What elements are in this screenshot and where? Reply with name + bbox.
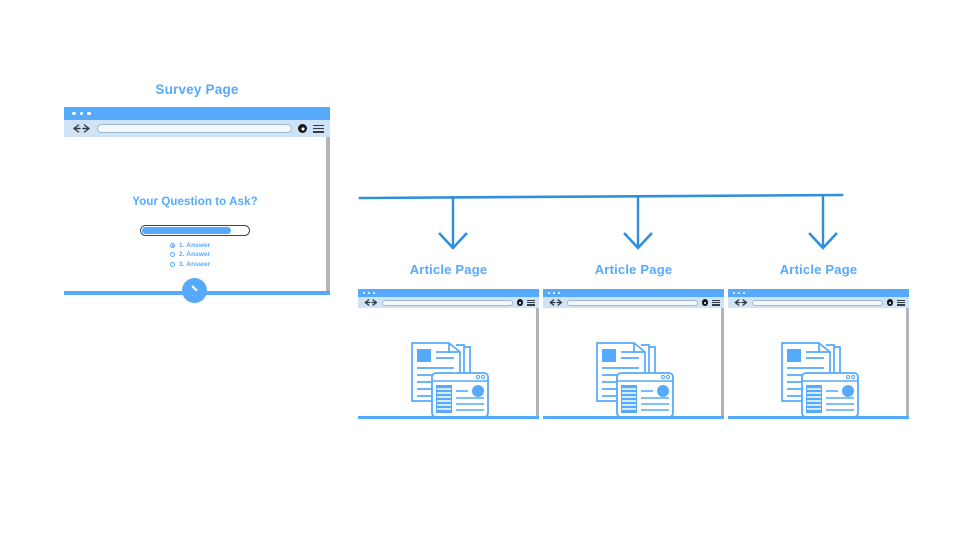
hamburger-menu-icon[interactable]: [712, 299, 720, 306]
survey-question-text: Your Question to Ask?: [132, 196, 258, 208]
answer-label-3: 3. Answer: [179, 260, 211, 268]
article-page-title: Article Page: [594, 262, 673, 277]
answer-option-2[interactable]: 2. Answer: [170, 251, 210, 258]
article-documents-illustration: [781, 342, 859, 418]
window-dot-yellow: [367, 291, 371, 295]
article-window-titlebar: [543, 289, 724, 297]
article-documents-illustration: [411, 342, 489, 418]
article-window-scrollbar[interactable]: [536, 308, 539, 416]
article-card[interactable]: Article Page: [358, 262, 539, 419]
answer-option-3[interactable]: 3. Answer: [170, 261, 210, 268]
record-icon[interactable]: [298, 124, 307, 133]
survey-window-footer-bar: [64, 291, 330, 295]
article-window-footer-bar: [728, 415, 909, 419]
radio-button-1-selected[interactable]: [170, 243, 175, 248]
article-browser-window[interactable]: [358, 289, 539, 419]
survey-answer-options: 1. Answer 2. Answer 3. Answer: [170, 242, 210, 268]
article-window-footer-bar: [543, 415, 724, 419]
window-dot-green: [742, 291, 746, 295]
article-window-toolbar: [543, 297, 724, 308]
window-dot-red: [363, 291, 366, 295]
survey-progress-bar: [140, 225, 250, 236]
inner-browser-window: [801, 372, 859, 418]
survey-browser-window[interactable]: Survey Page Your Question to Ask?: [64, 82, 330, 303]
survey-window-titlebar: [64, 107, 330, 120]
article-window-content: [728, 308, 909, 418]
hamburger-menu-icon[interactable]: [897, 299, 905, 306]
window-dot-yellow: [552, 291, 556, 295]
inner-browser-window: [616, 372, 674, 418]
article-card[interactable]: Article Page: [543, 262, 724, 419]
article-window-content: [358, 308, 539, 418]
answer-option-1[interactable]: 1. Answer: [170, 242, 210, 249]
survey-window-toolbar: [64, 120, 330, 137]
answer-label-1: 1. Answer: [179, 242, 211, 249]
window-dot-red: [72, 111, 76, 116]
back-forward-arrows-icon[interactable]: [363, 299, 378, 306]
article-browser-window[interactable]: [728, 289, 909, 419]
window-dot-red: [548, 291, 551, 295]
article-window-content: [543, 308, 724, 418]
article-url-input[interactable]: [752, 299, 883, 306]
article-window-toolbar: [728, 297, 909, 308]
article-url-input[interactable]: [382, 299, 513, 306]
record-icon[interactable]: [516, 299, 523, 306]
window-dot-yellow: [737, 291, 741, 295]
survey-window-content: Your Question to Ask? 1. Answer 2. Answe…: [64, 137, 330, 303]
back-forward-arrows-icon[interactable]: [548, 299, 563, 306]
article-page-title: Article Page: [779, 262, 858, 277]
answer-label-2: 2. Answer: [179, 251, 211, 259]
radio-button-2[interactable]: [170, 252, 175, 258]
record-icon[interactable]: [701, 299, 708, 306]
article-window-scrollbar[interactable]: [721, 308, 724, 416]
article-page-title: Article Page: [409, 262, 488, 277]
survey-page-title: Survey Page: [155, 82, 239, 97]
article-window-toolbar: [358, 297, 539, 308]
radio-button-3[interactable]: [170, 261, 175, 267]
inner-browser-window: [431, 372, 489, 418]
survey-progress-fill: [142, 227, 231, 234]
window-dot-green: [557, 291, 561, 295]
hamburger-menu-icon[interactable]: [313, 124, 324, 133]
window-dot-green: [372, 291, 376, 295]
article-url-input[interactable]: [567, 299, 698, 306]
article-window-titlebar: [728, 289, 909, 297]
article-window-scrollbar[interactable]: [906, 308, 909, 416]
survey-url-input[interactable]: [97, 124, 292, 133]
article-documents-illustration: [596, 342, 674, 418]
article-window-titlebar: [358, 289, 539, 297]
hamburger-menu-icon[interactable]: [527, 299, 535, 306]
record-icon[interactable]: [886, 299, 893, 306]
connector-arrows: [358, 193, 844, 250]
article-window-footer-bar: [358, 415, 539, 419]
back-forward-arrows-icon[interactable]: [71, 124, 91, 133]
survey-window-scrollbar[interactable]: [326, 137, 330, 291]
survey-next-button[interactable]: [182, 278, 207, 303]
back-forward-arrows-icon[interactable]: [733, 299, 748, 306]
window-dot-red: [733, 291, 736, 295]
article-card[interactable]: Article Page: [728, 262, 909, 419]
article-browser-window[interactable]: [543, 289, 724, 419]
window-dot-yellow: [79, 111, 83, 116]
window-dot-green: [87, 111, 91, 116]
